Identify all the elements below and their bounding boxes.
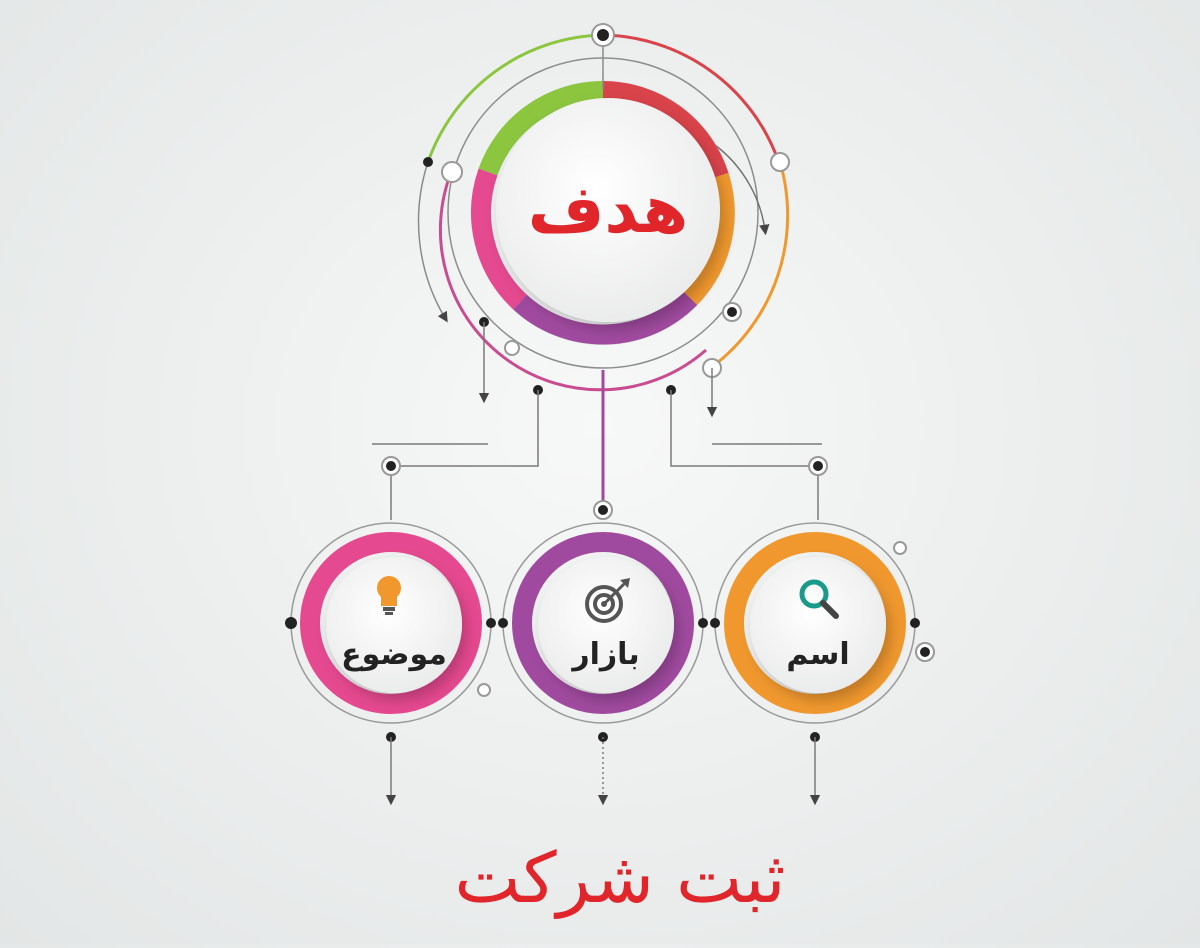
connector-dot-center-core <box>598 505 608 515</box>
target-icon <box>585 578 630 623</box>
center-outer-arc-red <box>602 33 780 161</box>
node-name: اسم <box>710 522 935 806</box>
topic-disc <box>326 557 462 693</box>
name-label: اسم <box>786 637 849 672</box>
name-dot-open <box>893 541 907 555</box>
node-topic: موضوع <box>285 522 496 806</box>
topic-label: موضوع <box>341 637 447 672</box>
topic-dot-left <box>285 617 297 629</box>
center-disc <box>496 98 720 322</box>
topic-ring <box>300 532 482 714</box>
market-dot-right <box>698 618 708 628</box>
center-outer-arc-green <box>426 33 604 163</box>
center-band-green <box>478 80 604 176</box>
center-band-red <box>602 81 729 180</box>
center-band-pink <box>471 168 527 310</box>
name-dot-right-core <box>920 647 930 657</box>
market-label: بازار <box>570 637 639 672</box>
market-dot-left <box>498 618 508 628</box>
center-dot-left-black <box>423 157 433 167</box>
center-dot-lr-core <box>727 307 737 317</box>
name-ring <box>724 532 906 714</box>
name-dot-left <box>710 618 720 628</box>
center-ring-magenta <box>438 169 707 392</box>
center-dot-bl-open <box>504 340 520 356</box>
center-dot-right-open <box>770 152 790 172</box>
center-outer-arc-orange <box>711 161 790 369</box>
node-market: بازار <box>498 522 708 806</box>
center-outer-arc-grey <box>417 161 448 323</box>
center-node: هدف <box>417 23 790 395</box>
connector-left-branch <box>390 390 539 520</box>
magnifier-icon <box>799 579 839 619</box>
center-dot-left-open <box>441 161 463 183</box>
connector-dot-left-core <box>386 461 396 471</box>
name-dot-right <box>910 618 920 628</box>
center-inner-arc-grey <box>707 139 770 236</box>
market-disc <box>538 557 674 693</box>
connector-lines <box>372 322 828 520</box>
center-band-orange <box>682 172 735 305</box>
connector-dot-right-core <box>813 461 823 471</box>
topic-dot-right <box>486 618 496 628</box>
lightbulb-icon <box>377 576 401 615</box>
center-label: هدف <box>528 171 689 248</box>
connector-right-branch <box>670 390 819 520</box>
market-ring <box>512 532 694 714</box>
footer-title: ثبت شرکت <box>455 837 786 919</box>
topic-dot-open <box>477 683 491 697</box>
center-top-dot-core <box>597 29 609 41</box>
name-disc <box>750 557 886 693</box>
center-band-purple <box>513 290 698 345</box>
